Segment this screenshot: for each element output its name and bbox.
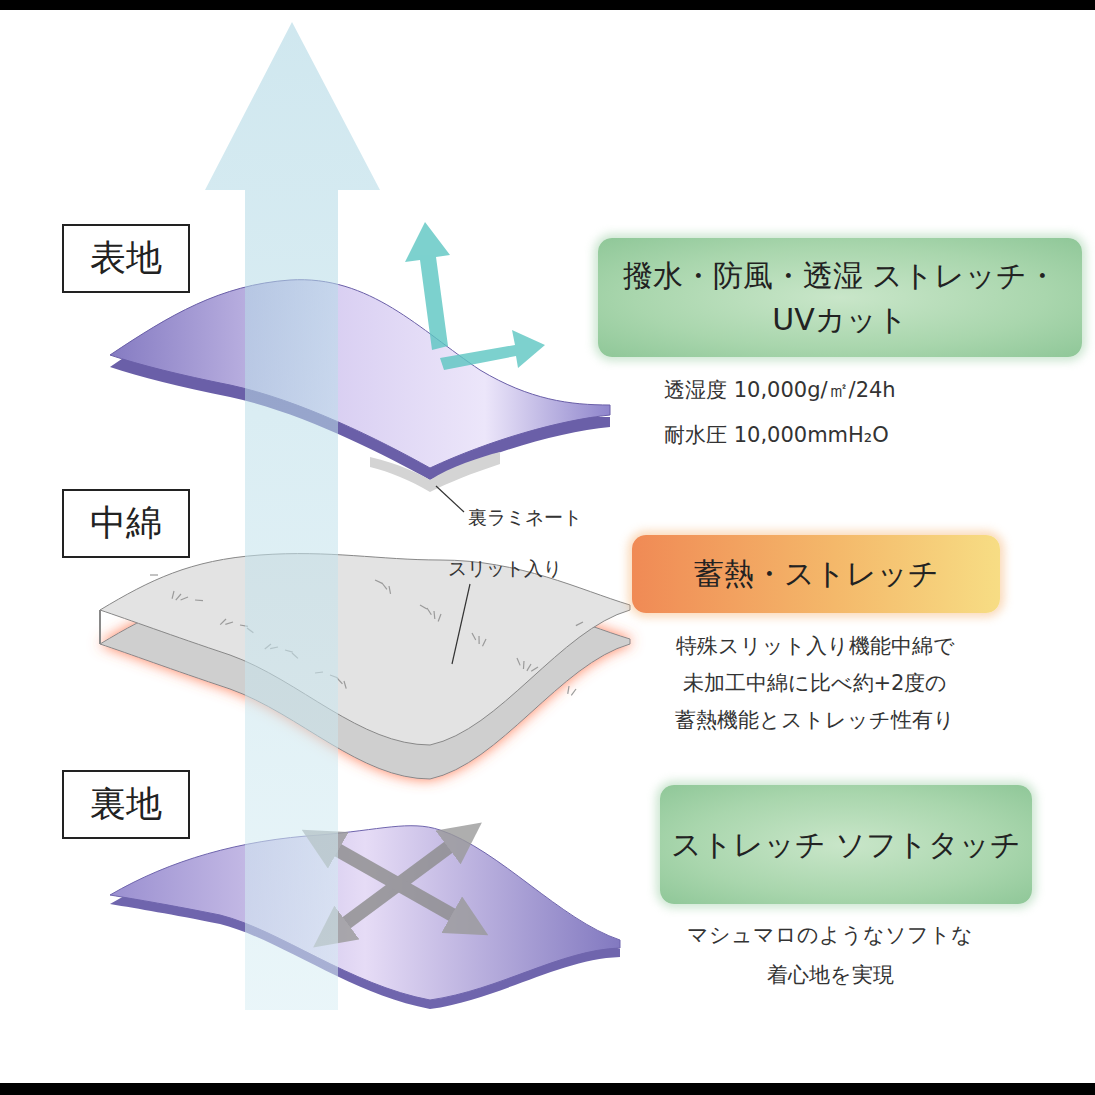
slit-mark — [375, 580, 382, 583]
slit-mark — [438, 614, 441, 621]
frame-bar — [0, 0, 1095, 10]
slit-mark — [568, 686, 569, 694]
slit-mark — [176, 594, 181, 600]
slit-mark — [181, 597, 188, 600]
layer-name: 裏地 — [90, 780, 162, 829]
slit-mark — [150, 574, 158, 575]
description: マシュマロのようなソフトな 着心地を実現 — [640, 916, 1020, 996]
slit-mark — [571, 689, 576, 695]
slit-mark — [576, 622, 583, 626]
slit-mark — [531, 667, 538, 671]
wind-arrows — [405, 222, 545, 370]
feature-box: 蓄熱・ストレッチ — [632, 535, 1000, 613]
part-label: 裏ラミネート — [468, 505, 618, 530]
slit-mark — [482, 639, 486, 646]
layer-tag: 裏地 — [62, 770, 190, 839]
slit-mark — [382, 583, 387, 589]
feature-text: 蓄熱・ストレッチ — [694, 554, 939, 595]
lining-sheet — [110, 826, 620, 1009]
slit-mark — [172, 591, 174, 599]
feature-box: 撥水・防風・透湿 ストレッチ・UVカット — [598, 238, 1082, 357]
feature-box: ストレッチ ソフトタッチ — [660, 785, 1032, 904]
padding-sheet — [99, 554, 630, 779]
slit-mark — [420, 605, 427, 609]
layer-name: 中綿 — [90, 499, 162, 548]
slit-mark — [344, 681, 346, 689]
layer-tag: 表地 — [62, 224, 190, 293]
slit-mark — [195, 599, 203, 601]
spec-value: 耐水圧 10,000mmH₂O — [664, 422, 1004, 449]
spec-value: 透湿度 10,000g/㎡/24h — [664, 377, 1004, 404]
slit-mark — [225, 622, 233, 624]
slit-mark — [220, 619, 226, 625]
part-label: スリット入り — [448, 556, 608, 581]
slit-mark — [389, 586, 391, 594]
slit-mark — [472, 633, 476, 640]
layer-tag: 中綿 — [62, 489, 190, 558]
feature-text: 撥水・防風・透湿 ストレッチ・UVカット — [598, 254, 1082, 341]
slit-mark — [427, 608, 431, 615]
leader-line — [436, 486, 464, 512]
slit-mark — [523, 661, 525, 669]
slit-mark — [433, 611, 435, 619]
feature-text: ストレッチ ソフトタッチ — [671, 823, 1022, 867]
leader-line — [452, 584, 470, 664]
description: 特殊スリット入り機能中綿で 未加工中綿に比べ約+2度の 蓄熱機能とストレッチ性有… — [630, 628, 1000, 738]
slit-mark — [517, 658, 520, 665]
slit-mark — [478, 636, 479, 644]
frame-bar — [0, 1083, 1095, 1095]
outer-sheet — [110, 280, 610, 492]
moisture-arrow — [205, 22, 380, 1010]
slit-mark — [527, 664, 531, 671]
layer-name: 表地 — [90, 234, 162, 283]
